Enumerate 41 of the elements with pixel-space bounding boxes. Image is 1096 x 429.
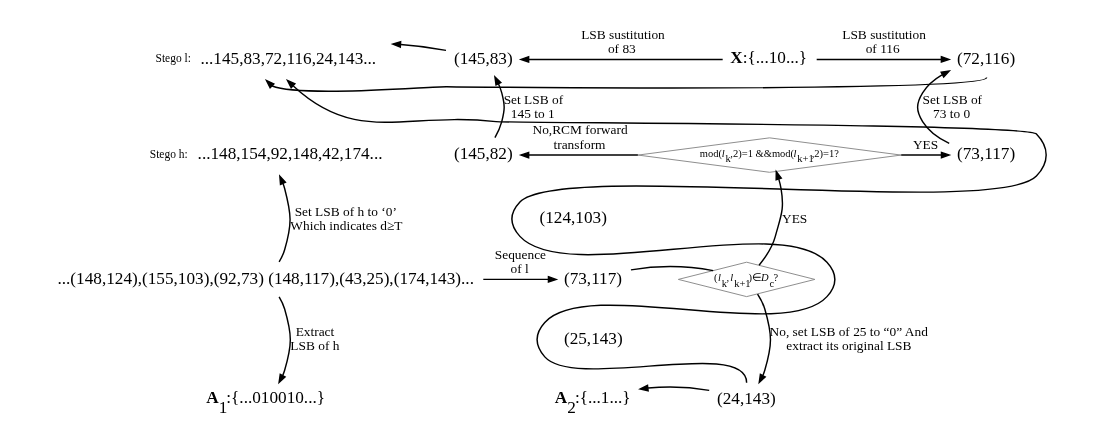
node-text: (24,143) [716, 389, 776, 409]
arrow [916, 70, 952, 145]
node-label: Stego l: [155, 52, 191, 65]
node-text: (145,83) [453, 48, 513, 68]
node-text: (124,103) [539, 208, 607, 228]
arrow [518, 151, 639, 159]
node-text: (25,143) [563, 328, 623, 348]
edge-label: LSB sustitution of 116 [842, 26, 926, 56]
edge-label: No, set LSB of 25 to “0” And extract its original LSB [769, 324, 928, 354]
arrow [756, 293, 772, 385]
node-text: (73,117) [957, 144, 1016, 164]
edge-label: LSB sustitution of 83 [581, 26, 665, 56]
edge-label: YES [912, 136, 939, 152]
arrow [390, 40, 447, 52]
node-text: ...(148,124),(155,103),(92,73) (148,117),(43,25),(174,143)... [57, 268, 474, 288]
edge-label: Set LSB of h to ‘0’ Which indicates d≥T [290, 203, 403, 233]
arrow [900, 151, 952, 159]
node-text: (73,117) [563, 268, 623, 288]
node-text: (145,82) [453, 144, 513, 164]
node-text: ...148,154,92,148,42,174... [197, 144, 383, 164]
edge-label: No,RCM forward transform [532, 122, 628, 152]
edge-label: Set LSB of 73 to 0 [922, 91, 983, 121]
edge-label: Sequence of l [494, 246, 547, 276]
arrow [278, 174, 291, 263]
node-text: ...145,83,72,116,24,143... [200, 48, 377, 68]
edge-label: Set LSB of 145 to 1 [503, 91, 564, 121]
node-label: Stego h: [149, 148, 188, 161]
arrow [518, 55, 724, 64]
arrow [285, 78, 1047, 384]
connector [630, 265, 714, 272]
arrow [264, 76, 988, 92]
arrow [482, 275, 559, 284]
arrow [638, 384, 710, 392]
arrow [278, 296, 292, 385]
edge-label: Extract LSB of h [290, 324, 340, 354]
arrow [758, 169, 784, 266]
node-text: X:{...10...} [730, 47, 808, 67]
edge-label: YES [782, 210, 808, 226]
arrow [493, 74, 505, 139]
node-text: (72,116) [957, 48, 1016, 68]
arrow [815, 55, 952, 64]
